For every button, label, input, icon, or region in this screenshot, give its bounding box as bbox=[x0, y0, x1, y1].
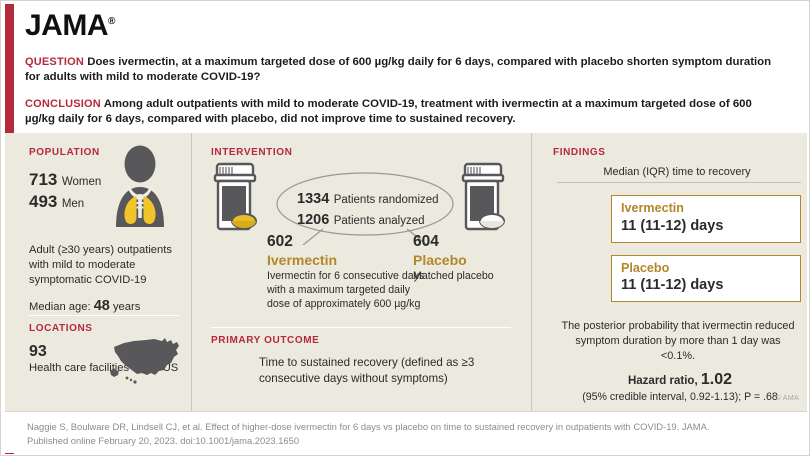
primary-outcome-section: PRIMARY OUTCOME Time to sustained recove… bbox=[201, 335, 531, 386]
header: JAMA® QUESTION Does ivermectin, at a max… bbox=[25, 7, 795, 128]
population-divider bbox=[29, 315, 179, 316]
finding-box-placebo: Placebo 11 (11-12) days bbox=[611, 254, 801, 303]
pill-bottle-icon-ivermectin bbox=[211, 161, 263, 240]
hazard-ratio-value: 1.02 bbox=[700, 371, 732, 389]
arm-ivermectin-name: Ivermectin bbox=[267, 251, 338, 268]
randomization-ellipse bbox=[275, 171, 455, 250]
men-label: Men bbox=[61, 198, 85, 211]
men-row: 493 Men bbox=[29, 191, 191, 213]
finding-box-ivermectin: Ivermectin 11 (11-12) days bbox=[611, 195, 801, 243]
arm-ivermectin: 602 Ivermectin Ivermectin for 6 consecut… bbox=[267, 233, 427, 312]
randomized-row: 1334 Patients randomized bbox=[297, 189, 439, 210]
findings-note: The posterior probability that ivermecti… bbox=[561, 320, 795, 362]
women-count: 713 bbox=[29, 170, 58, 189]
analyzed-row: 1206 Patients analyzed bbox=[297, 210, 439, 231]
ama-credit: © AMA bbox=[775, 395, 799, 402]
primary-outcome-heading: PRIMARY OUTCOME bbox=[211, 335, 320, 346]
conclusion-label: CONCLUSION bbox=[25, 97, 101, 110]
finding-ivermectin-name: Ivermectin bbox=[621, 201, 684, 215]
median-age-value: 48 bbox=[93, 297, 110, 314]
jama-logo: JAMA® bbox=[25, 9, 115, 42]
hazard-ratio: Hazard ratio, 1.02 bbox=[553, 371, 807, 389]
column-divider-left bbox=[191, 133, 192, 411]
population-section: POPULATION 713 Women 493 Men Adult (≥30 … bbox=[15, 133, 191, 316]
person-with-lungs-icon bbox=[103, 145, 177, 232]
conclusion-block: CONCLUSION Among adult outpatients with … bbox=[25, 97, 781, 128]
footer-citation: Naggie S, Boulware DR, Lindsell CJ, et a… bbox=[5, 411, 807, 453]
arm-placebo-count: 604 bbox=[413, 233, 439, 250]
intervention-divider bbox=[211, 327, 511, 328]
arm-placebo-name: Placebo bbox=[413, 251, 467, 268]
conclusion-text: Among adult outpatients with mild to mod… bbox=[25, 97, 752, 126]
arm-ivermectin-description: Ivermectin for 6 consecutive days with a… bbox=[267, 270, 425, 310]
accent-bar-top bbox=[5, 4, 14, 133]
findings-subtitle: Median (IQR) time to recovery bbox=[603, 166, 751, 178]
randomized-count: 1334 bbox=[297, 191, 330, 207]
analyzed-label: Patients analyzed bbox=[333, 214, 425, 227]
arm-ivermectin-count: 602 bbox=[267, 233, 293, 250]
citation-line-2: Published online February 20, 2023. doi:… bbox=[27, 434, 300, 446]
findings-divider bbox=[557, 182, 801, 183]
question-text: Does ivermectin, at a maximum targeted d… bbox=[25, 56, 772, 84]
women-row: 713 Women bbox=[29, 169, 191, 191]
finding-ivermectin-value: 11 (11-12) days bbox=[621, 217, 724, 234]
locations-count: 93 bbox=[29, 343, 47, 360]
primary-outcome-text: Time to sustained recovery (defined as ≥… bbox=[259, 356, 475, 385]
randomized-label: Patients randomized bbox=[333, 194, 439, 206]
men-count: 493 bbox=[29, 192, 58, 212]
confidence-interval: (95% credible interval, 0.92-1.13); P = … bbox=[582, 391, 778, 404]
analyzed-count: 1206 bbox=[297, 211, 330, 228]
median-age-unit: years bbox=[112, 300, 141, 313]
locations-heading: LOCATIONS bbox=[29, 323, 93, 334]
intervention-heading: INTERVENTION bbox=[211, 147, 293, 158]
findings-section: FINDINGS Median (IQR) time to recovery I… bbox=[541, 133, 807, 403]
population-description: Adult (≥30 years) outpatients with mild … bbox=[29, 243, 172, 286]
question-label: QUESTION bbox=[25, 56, 85, 68]
median-age: Median age: 48 years bbox=[29, 298, 191, 314]
women-label: Women bbox=[61, 176, 102, 188]
median-age-label: Median age: bbox=[29, 300, 91, 313]
pill-bottle-icon-placebo bbox=[459, 161, 511, 240]
us-map-icon bbox=[107, 335, 187, 392]
randomization-counts: 1334 Patients randomized 1206 Patients a… bbox=[297, 189, 439, 231]
citation-line-1: Naggie S, Boulware DR, Lindsell CJ, et a… bbox=[27, 421, 710, 432]
finding-placebo-value: 11 (11-12) days bbox=[621, 277, 724, 294]
main-panel: POPULATION 713 Women 493 Men Adult (≥30 … bbox=[5, 133, 807, 411]
question-block: QUESTION Does ivermectin, at a maximum t… bbox=[25, 55, 781, 86]
locations-section: LOCATIONS 93 Health care facilities in t… bbox=[15, 323, 191, 384]
hazard-ratio-label: Hazard ratio, bbox=[627, 375, 698, 388]
arm-placebo: 604 Placebo Matched placebo bbox=[413, 233, 533, 284]
intervention-section: INTERVENTION bbox=[201, 133, 531, 328]
findings-heading: FINDINGS bbox=[553, 147, 606, 158]
column-divider-right bbox=[531, 133, 532, 411]
finding-placebo-name: Placebo bbox=[621, 260, 670, 275]
population-heading: POPULATION bbox=[29, 147, 100, 158]
population-counts: 713 Women 493 Men bbox=[29, 169, 191, 214]
arm-placebo-description: Matched placebo bbox=[413, 270, 494, 283]
